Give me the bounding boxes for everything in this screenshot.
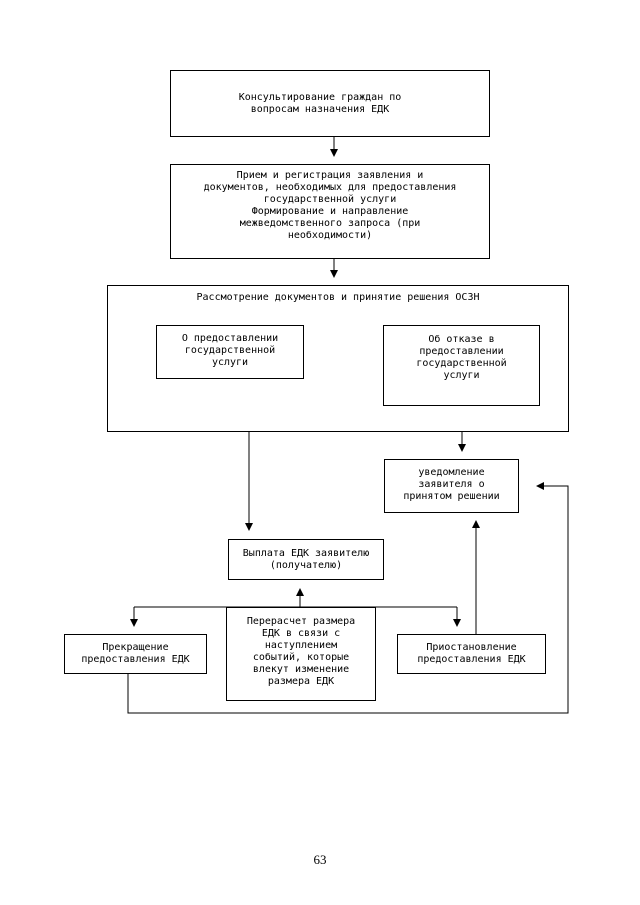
consult-text: Консультирование граждан по вопросам наз… [238,92,402,115]
review-text: Рассмотрение документов и принятие решен… [196,292,480,303]
arrow-terminate-notify [127,482,569,714]
grant-text: О предоставлении государственной услуги [181,333,279,368]
refuse-text: Об отказе в предоставлении государственн… [416,334,507,381]
recalc-box [226,607,376,701]
recalc-text: Перерасчет размера ЕДК в связи с наступл… [246,616,356,687]
suspend-text: Приостановление предоставления ЕДК [417,642,526,665]
notify-box [384,459,519,513]
suspend-box [397,634,546,674]
consult-box [170,70,490,137]
notify-text: уведомление заявителя о принятом решении [403,467,500,502]
refuse-box [383,325,540,406]
grant-box [156,325,304,379]
terminate-text: Прекращение предоставления ЕДК [81,642,190,665]
terminate-box [64,634,207,674]
payment-box [228,539,384,580]
reception-box [170,164,490,259]
page-number: 63 [313,852,327,867]
reception-text: Прием и регистрация заявления и документ… [203,170,457,241]
payment-text: Выплата ЕДК заявителю (получателю) [242,548,370,571]
